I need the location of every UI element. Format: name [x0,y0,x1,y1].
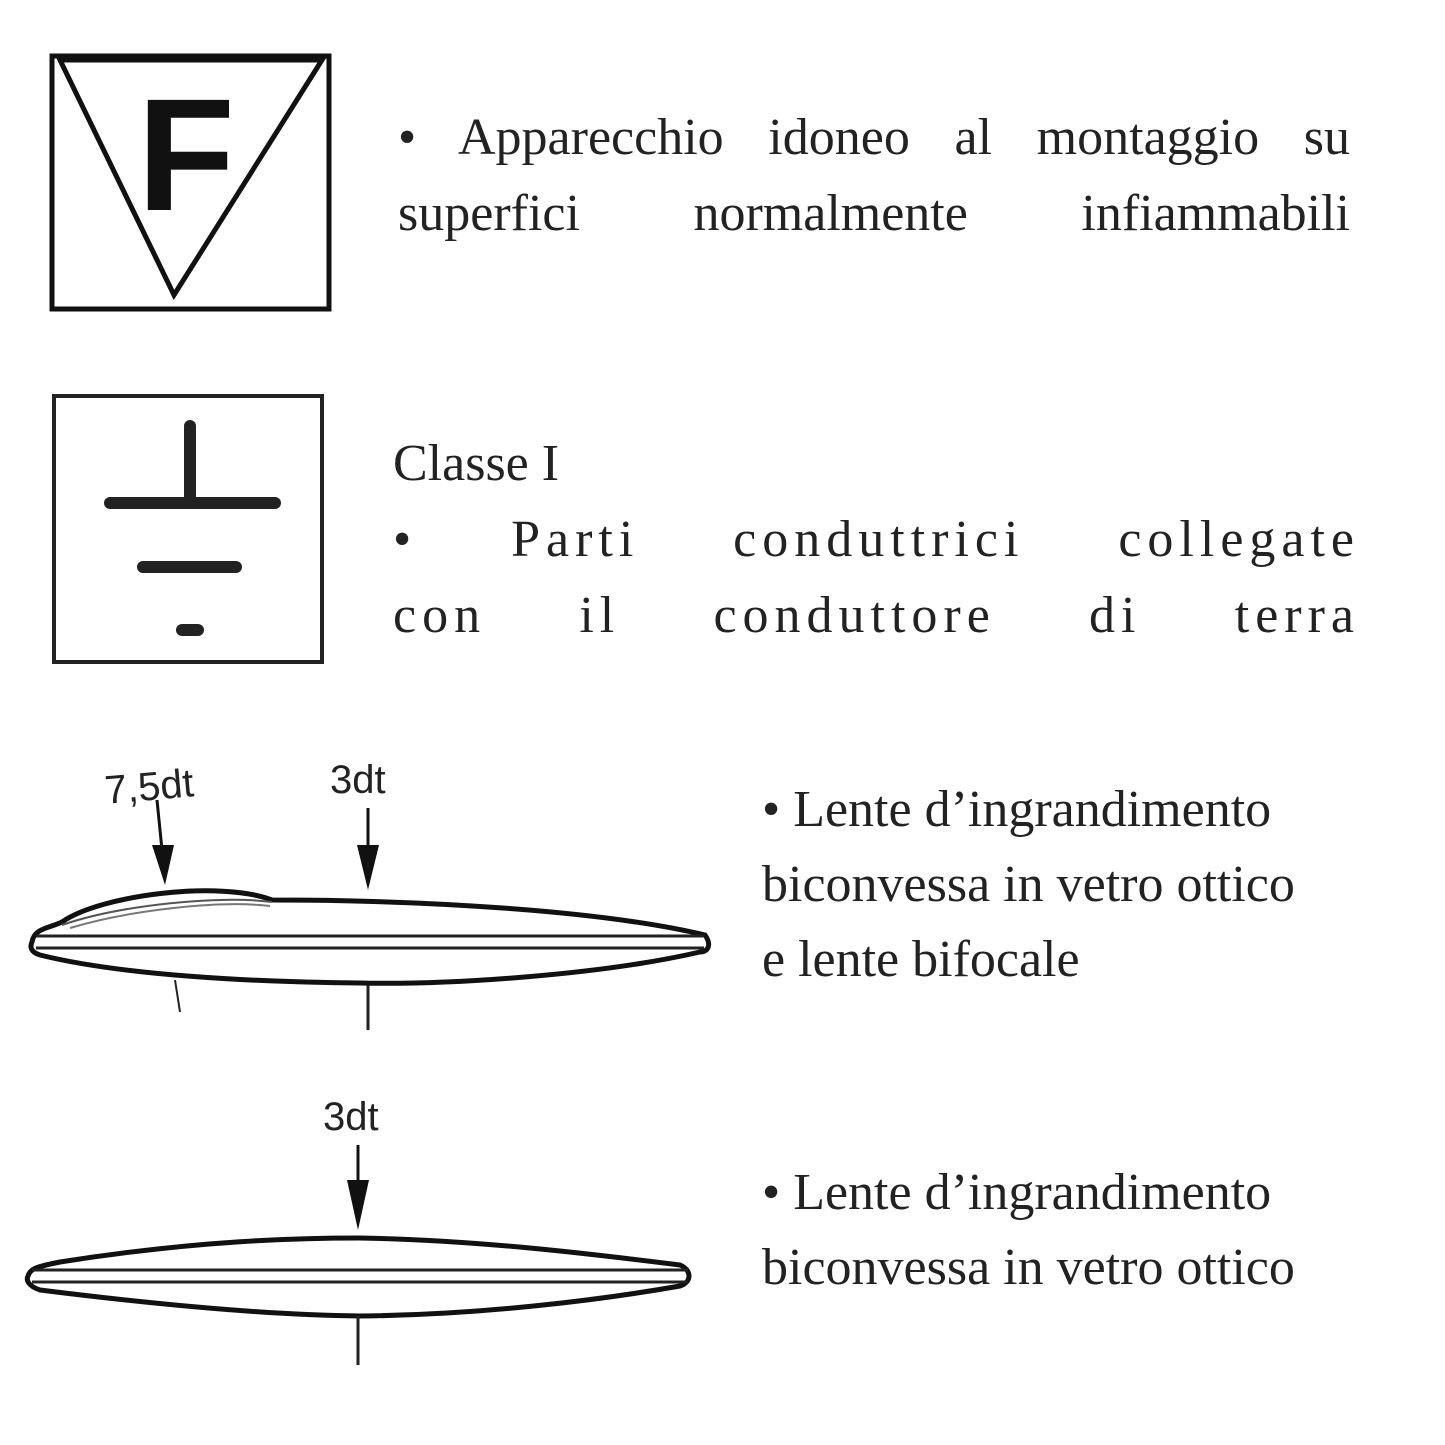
text-line: biconvessa in vetro ottico [762,856,1295,913]
text-line: • Apparecchio idoneo al montaggio su [398,109,1350,166]
text-line: e lente bifocale [762,931,1080,988]
text-line: biconvessa in vetro ottico [762,1239,1295,1296]
label-7-5dt: 7,5dt [103,761,195,813]
class-title: Classe I [393,435,560,492]
text-line: con il conduttore di terra [393,587,1360,644]
label-3dt: 3dt [330,758,386,802]
label-3dt: 3dt [323,1095,379,1139]
text-line: superfici normalmente infiammabili [398,185,1350,242]
flammable-surface-f-icon: F [49,53,332,312]
bifocal-lens-diagram: 7,5dt 3dt [28,758,712,1030]
text-line: • Lente d’ingrandimento [762,781,1272,838]
earth-ground-icon [52,394,324,664]
text-line: • Lente d’ingrandimento [762,1164,1272,1221]
biconvex-lens-diagram: 3dt [24,1095,692,1365]
f-letter: F [137,65,235,244]
text-line: • Parti conduttrici collegate [393,511,1360,568]
